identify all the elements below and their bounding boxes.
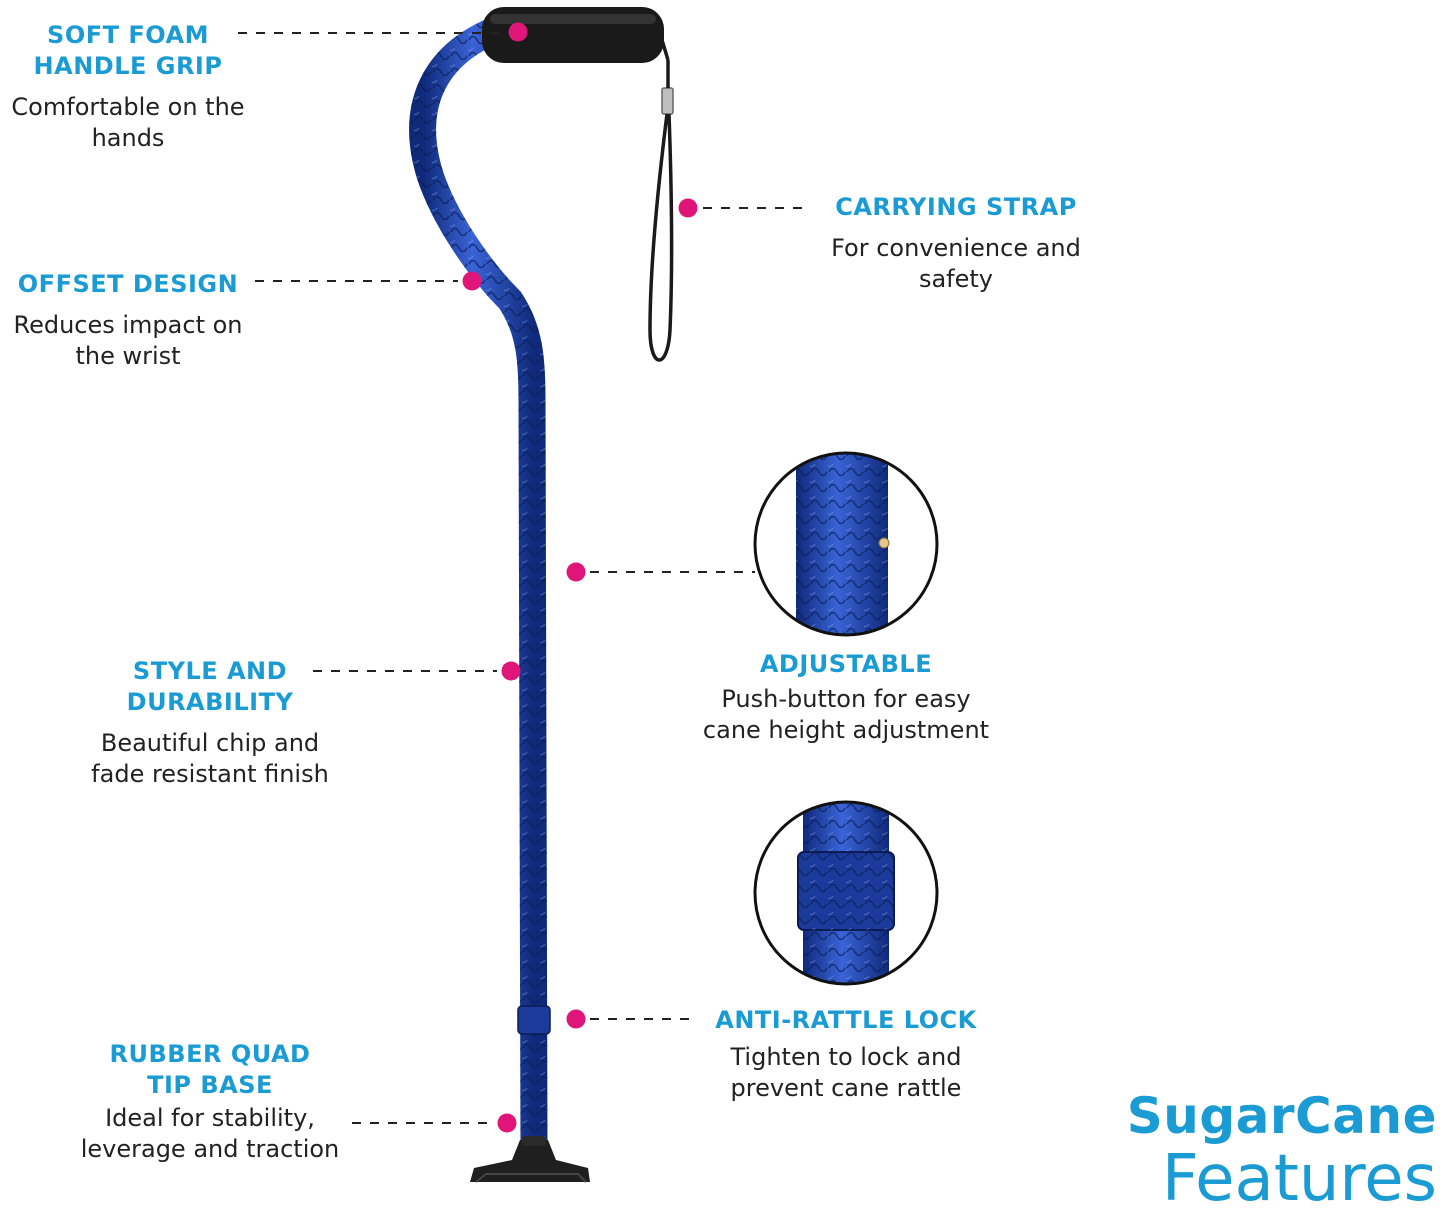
marker-offset <box>462 271 482 291</box>
feature-title: ADJUSTABLE <box>759 650 933 678</box>
brand-name: SugarCane <box>1126 1087 1437 1145</box>
zoom-circle-anti-rattle <box>753 800 939 986</box>
feature-anti-rattle-lock: ANTI-RATTLE LOCK Tighten to lock and pre… <box>696 1005 996 1104</box>
marker-lock <box>566 1009 586 1029</box>
feature-description: Ideal for stability, leverage and tracti… <box>80 1104 340 1163</box>
feature-title: STYLE AND DURABILITY <box>126 657 294 716</box>
feature-description: For convenience and safety <box>831 234 1081 293</box>
feature-description: Beautiful chip and fade resistant finish <box>91 729 329 788</box>
quad-tip-base <box>470 1136 590 1183</box>
feature-title: ANTI-RATTLE LOCK <box>715 1006 977 1034</box>
carrying-strap-loop <box>648 39 674 362</box>
anti-rattle-collar <box>517 1005 551 1035</box>
feature-title: SOFT FOAM HANDLE GRIP <box>33 21 223 80</box>
marker-strap <box>678 198 698 218</box>
marker-grip <box>508 22 528 42</box>
feature-description: Comfortable on the hands <box>11 93 245 152</box>
feature-offset-design: OFFSET DESIGN Reduces impact on the wris… <box>0 269 256 372</box>
marker-base <box>497 1113 517 1133</box>
leader-lines <box>238 32 808 1124</box>
marker-style <box>501 661 521 681</box>
feature-description: Push-button for easy cane height adjustm… <box>702 685 990 744</box>
feature-title: OFFSET DESIGN <box>17 270 239 298</box>
feature-rubber-quad-tip-base: RUBBER QUAD TIP BASE Ideal for stability… <box>62 1039 358 1165</box>
feature-title: RUBBER QUAD TIP BASE <box>109 1040 311 1099</box>
feature-style-and-durability: STYLE AND DURABILITY Beautiful chip and … <box>72 656 348 790</box>
brand-heading: SugarCane Features <box>1127 1088 1437 1214</box>
marker-adjustable <box>566 562 586 582</box>
feature-description: Tighten to lock and prevent cane rattle <box>730 1043 962 1102</box>
feature-markers <box>462 22 698 1133</box>
feature-adjustable: ADJUSTABLE Push-button for easy cane hei… <box>686 649 1006 746</box>
zoom-circle-adjustable <box>753 451 939 637</box>
feature-soft-foam-handle-grip: SOFT FOAM HANDLE GRIP Comfortable on the… <box>0 20 256 154</box>
brand-subtitle: Features <box>1161 1142 1437 1216</box>
feature-description: Reduces impact on the wrist <box>13 311 243 370</box>
cane-shaft <box>409 14 548 1164</box>
feature-title: CARRYING STRAP <box>835 193 1077 221</box>
feature-carrying-strap: CARRYING STRAP For convenience and safet… <box>806 192 1106 295</box>
